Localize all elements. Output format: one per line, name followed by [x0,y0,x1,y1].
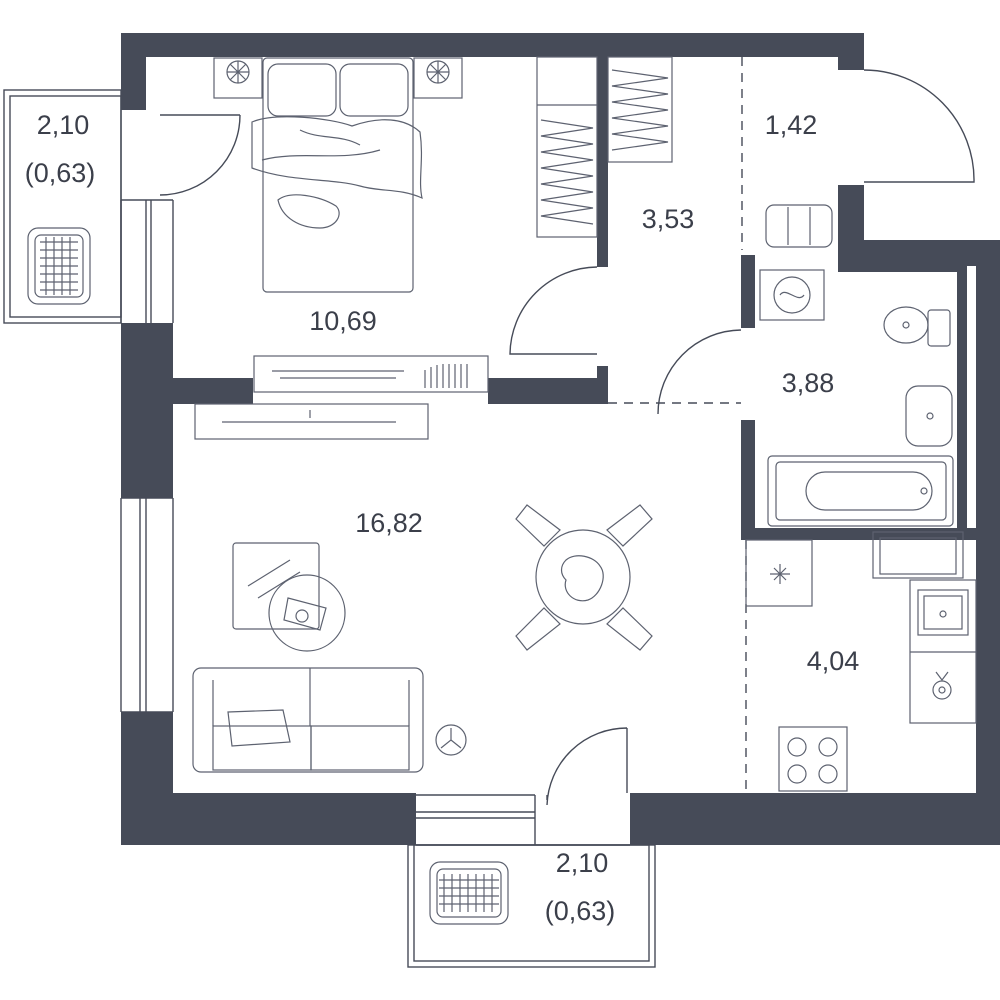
zone-dividers [608,57,747,790]
window-bathroom [872,531,964,579]
coffee-table [232,542,346,652]
wardrobe-area: 1,42 [765,110,818,140]
balcony-left [3,89,174,324]
bathtub-icon [767,455,954,527]
dining-table-icon [515,504,653,651]
bedside-lamp-icon [213,57,263,99]
kitchen-unit [745,539,977,724]
sofa-icon [192,667,424,773]
balcony-bottom-area: 2,10 [556,848,609,878]
wardrobe-icon [765,204,833,248]
bedroom-area: 10,69 [309,306,377,336]
walls [121,33,1000,845]
doors [159,69,975,806]
sink-icon [917,589,969,636]
washing-machine-icon [759,269,825,321]
floor-lamp-icon [435,724,467,756]
balcony-bottom-sub-area: (0,63) [545,896,616,926]
floor-lamp-icon [932,671,952,700]
bedside-lamp-icon [413,57,463,99]
sink-icon [905,385,953,447]
bed-icon [251,57,423,293]
window-left [120,497,174,713]
stove-icon [778,726,848,792]
balcony-left-sub-area: (0,63) [25,158,96,188]
tv-icon [253,355,489,393]
wardrobe-icon [607,56,673,163]
kitchen-area: 4,04 [807,646,860,676]
hall-area: 3,53 [642,204,695,234]
living-room-area: 16,82 [355,508,423,538]
room-labels: 2,10 (0,63) 10,69 3,53 1,42 3,88 16,82 4… [25,110,860,926]
armchair-icon [429,861,509,925]
tv-icon [194,403,429,440]
balcony-left-area: 2,10 [37,110,90,140]
armchair-icon [27,227,91,305]
wardrobe-icon [536,56,598,238]
toilet-icon [883,306,951,347]
balcony-bottom [407,794,656,968]
bathroom-area: 3,88 [782,368,835,398]
